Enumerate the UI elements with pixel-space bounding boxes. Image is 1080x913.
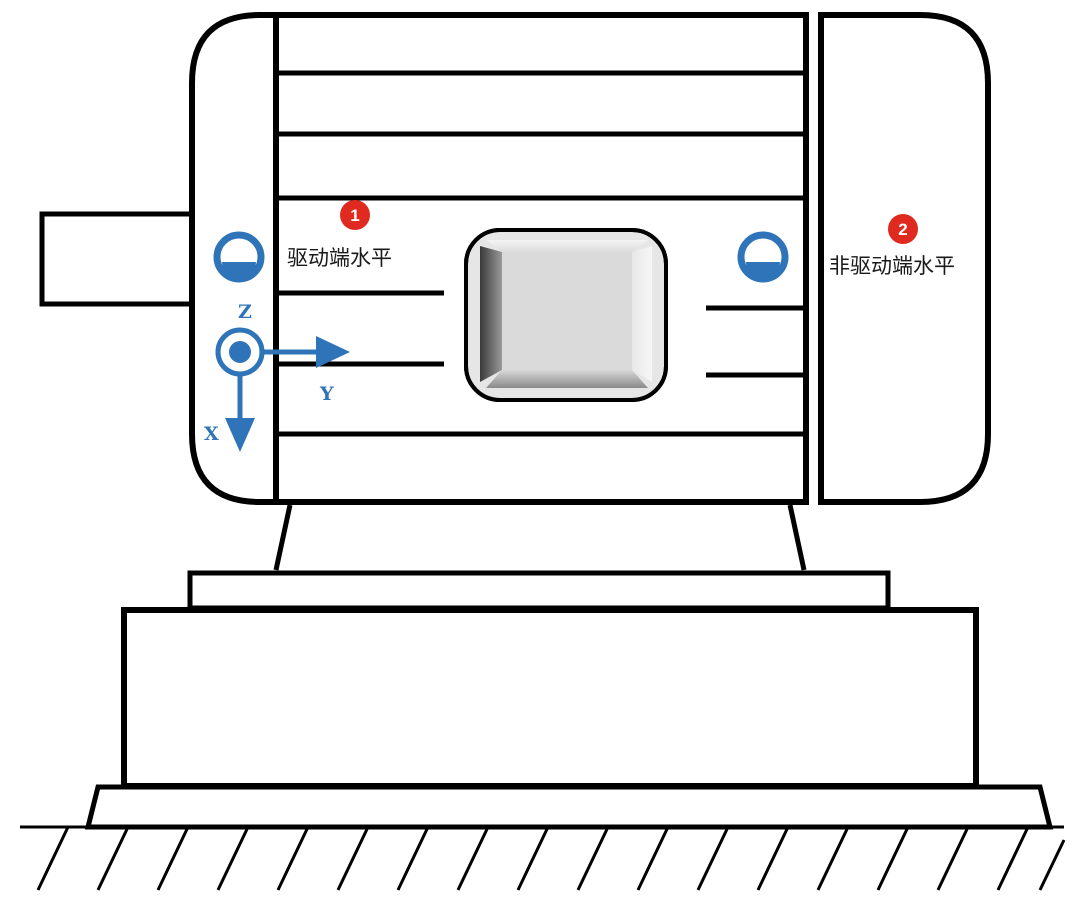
sensor-icon [737, 231, 789, 283]
base-plate [84, 784, 1054, 830]
point-badge [888, 214, 918, 244]
ground [20, 825, 1066, 891]
axis-label-z: Z [238, 301, 252, 323]
point-badge [340, 200, 370, 230]
ground-hatching [36, 826, 1066, 891]
measurement-point-2: 2 非驱动端水平 [829, 214, 955, 278]
axis-label-y: Y [319, 383, 334, 405]
junction-box [464, 228, 668, 402]
coordinate-axes: Z Y X [204, 301, 350, 452]
point-label: 驱动端水平 [287, 246, 392, 270]
point-badge-number: 2 [898, 220, 907, 239]
x-axis-arrow-icon [225, 418, 255, 452]
motor-shaft [39, 211, 195, 307]
point-badge-number: 1 [350, 206, 359, 225]
drive-end-cover [189, 12, 276, 505]
motor-foot-right [787, 504, 807, 571]
motor-foot-left [273, 504, 293, 571]
foundation-block [121, 607, 979, 789]
sensor-icon [213, 231, 265, 283]
non-drive-end-cover [818, 12, 991, 505]
axis-label-x: X [204, 423, 219, 445]
mounting-plate [187, 570, 891, 611]
cooling-ribs [276, 70, 806, 437]
y-axis-arrow-icon [316, 336, 350, 368]
motor-body [273, 12, 809, 505]
measurement-point-1: 1 驱动端水平 [287, 200, 392, 270]
point-label: 非驱动端水平 [829, 254, 955, 278]
